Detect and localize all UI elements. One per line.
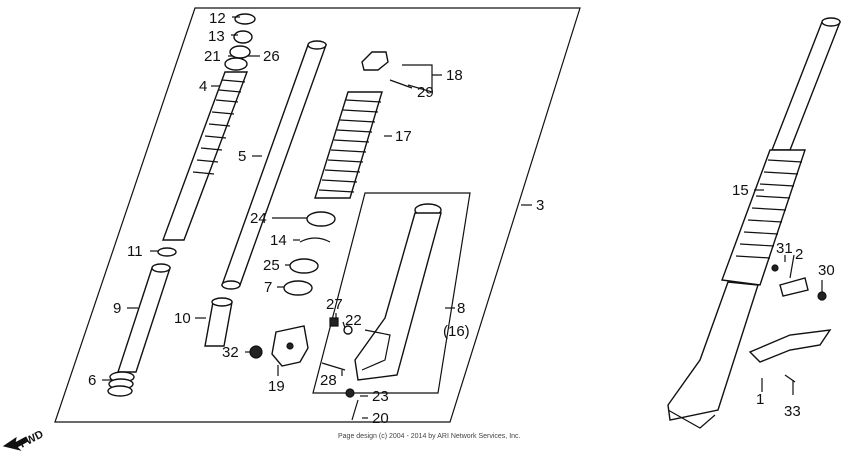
boot-clamp [361, 51, 389, 71]
fork-boot [314, 91, 383, 199]
dust-seal [306, 211, 336, 227]
reflector-bracket [779, 277, 809, 297]
washer [343, 325, 353, 335]
leader-lines [102, 16, 823, 419]
callout-1: 1 [756, 391, 764, 408]
copyright-text: Page design (c) 2004 - 2014 by ARI Netwo… [338, 433, 521, 440]
callout-14: 14 [270, 232, 287, 249]
callout-11: 11 [127, 243, 143, 260]
callout-5: 5 [238, 148, 246, 165]
callout-25: 25 [263, 257, 280, 274]
nut [249, 345, 263, 359]
callout-28: 28 [320, 372, 337, 389]
callout-32: 32 [222, 344, 239, 361]
bolt [351, 399, 359, 421]
lower-rod [117, 267, 171, 373]
fwd-label: FWD [18, 428, 46, 450]
callout-33: 33 [784, 403, 801, 420]
callout-22: 22 [345, 312, 362, 329]
callout-2: 2 [795, 246, 803, 263]
callout-30: 30 [818, 262, 835, 279]
assembly-frame [54, 7, 581, 423]
callout-20: 20 [372, 410, 389, 427]
callout-16: (16) [443, 323, 470, 340]
callout-17: 17 [395, 128, 412, 145]
socket-bolt [321, 362, 346, 371]
callout-18: 18 [446, 67, 463, 84]
callout-9: 9 [113, 300, 121, 317]
callout-4: 4 [199, 78, 207, 95]
callout-19: 19 [268, 378, 285, 395]
stopper-ring [299, 237, 331, 243]
callout-7: 7 [264, 279, 272, 296]
bottom-case [354, 203, 442, 381]
callout-26: 26 [263, 48, 280, 65]
callout-21: 21 [204, 48, 221, 65]
callout-3: 3 [536, 197, 544, 214]
callout-6: 6 [88, 372, 96, 389]
callout-29: 29 [417, 84, 434, 101]
callout-8: 8 [457, 300, 465, 317]
sealing-washer [345, 388, 355, 398]
snap-ring [157, 247, 177, 257]
callout-12: 12 [209, 10, 226, 27]
back-up-ring [283, 280, 313, 296]
oil-seal [289, 258, 319, 274]
sleeve [204, 301, 233, 347]
clamp-screw [389, 79, 413, 89]
callout-10: 10 [174, 310, 191, 327]
callout-23: 23 [372, 388, 389, 405]
drain-bolt [329, 317, 339, 327]
callout-27: 27 [326, 296, 343, 313]
callout-13: 13 [208, 28, 225, 45]
callout-15: 15 [732, 182, 749, 199]
callout-24: 24 [250, 210, 267, 227]
forward-arrow-icon [2, 436, 29, 451]
damper-rod [161, 13, 256, 241]
assembled-fork [667, 17, 842, 429]
stay [748, 329, 832, 363]
rebound-spring [107, 371, 135, 397]
callout-31: 31 [776, 240, 793, 257]
